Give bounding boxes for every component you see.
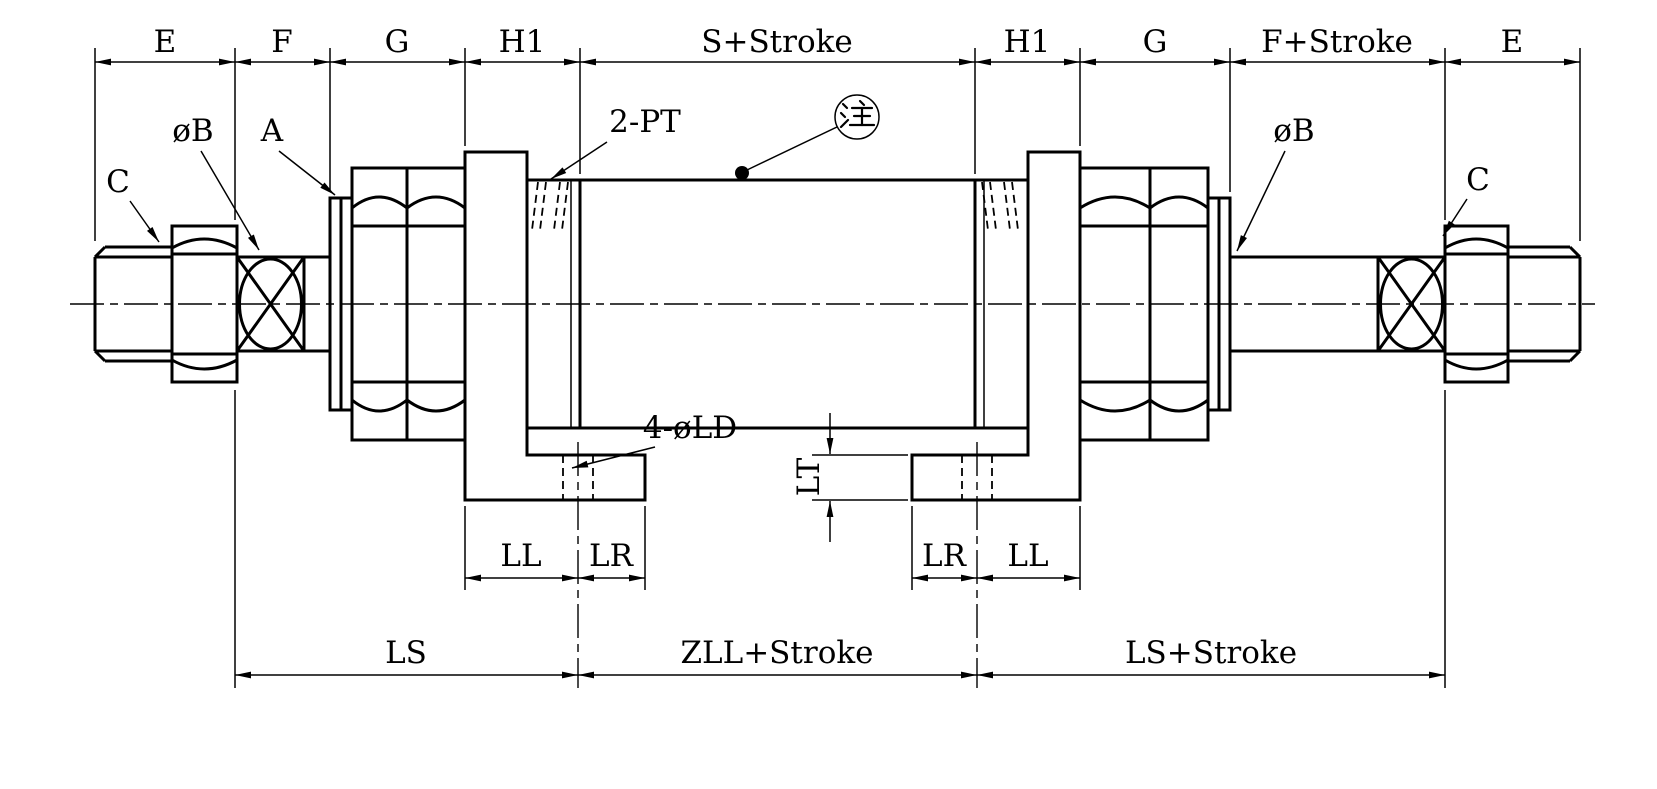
top-extension-lines — [94, 48, 1581, 241]
dim-label-lr-right: LR — [922, 538, 968, 574]
lt-dimension: LT — [791, 413, 908, 542]
note-callout — [735, 94, 880, 180]
left-foot-bracket — [463, 150, 647, 688]
label-a: A — [260, 113, 284, 149]
right-mount-hole — [961, 455, 993, 500]
dim-label-f: F — [271, 24, 293, 60]
dim-label-g-right: G — [1143, 24, 1168, 60]
threaded-rod-left — [93, 245, 172, 363]
mounting-nuts-left — [350, 166, 467, 442]
bottom-extension-lines — [234, 390, 1446, 688]
bottom-dimension-chain: LS ZLL+Stroke LS+Stroke — [234, 390, 1446, 688]
leader-dia-b-right — [1236, 150, 1286, 252]
right-foot-bracket — [910, 150, 1082, 688]
left-rod-assembly — [93, 166, 467, 442]
leader-mount-holes — [571, 446, 656, 469]
dim-label-e-right: E — [1501, 24, 1524, 60]
dim-label-e-left: E — [154, 24, 177, 60]
threaded-rod-right — [1508, 245, 1582, 363]
small-hex-nut-right — [1443, 224, 1510, 384]
dim-label-lr-left: LR — [589, 538, 635, 574]
label-ports: 2-PT — [609, 104, 681, 140]
label-mount-holes: 4-øLD — [643, 410, 737, 446]
leader-c-left — [129, 200, 160, 243]
dim-label-h1-right: H1 — [1004, 24, 1051, 60]
label-c-left: C — [106, 164, 130, 200]
port-right — [981, 181, 1019, 231]
dim-label-zll-stroke: ZLL+Stroke — [681, 635, 874, 671]
leader-a — [278, 150, 336, 196]
dim-label-ls-stroke: LS+Stroke — [1125, 635, 1297, 671]
dim-label-ll-left: LL — [500, 538, 541, 574]
note-point — [735, 166, 749, 180]
label-dia-b-right: øB — [1273, 113, 1314, 149]
label-dia-b-left: øB — [172, 113, 213, 149]
rod-shaft-right — [1230, 255, 1378, 353]
leader-dia-b-left — [200, 150, 260, 251]
foot-extension-lines — [464, 506, 1081, 590]
port-left — [531, 181, 569, 231]
rod-shaft-left — [304, 255, 330, 353]
leader-c-right — [1442, 198, 1468, 237]
dim-label-g-left: G — [385, 24, 410, 60]
washer-right — [1206, 196, 1232, 412]
note-character — [839, 99, 876, 129]
right-bracket-outline — [910, 150, 1082, 502]
dim-label-f-stroke: F+Stroke — [1261, 24, 1413, 60]
leader-callouts: C øB A 2-PT øB C 4-øLD — [106, 94, 1490, 469]
foot-dimensions: LL LR LR LL — [464, 506, 1081, 590]
top-dimension-chain: E F G H1 S+Stroke H1 G F+Stroke E — [94, 24, 1581, 241]
note-circle — [834, 94, 880, 140]
lt-extension-lines — [812, 454, 908, 501]
note-leader — [746, 126, 838, 171]
left-bracket-outline — [463, 150, 647, 502]
dim-label-ls: LS — [385, 635, 427, 671]
leader-ports — [550, 141, 608, 180]
cylinder-body — [525, 178, 1030, 430]
dim-label-lt: LT — [791, 457, 827, 496]
wrench-flats-left — [235, 255, 306, 353]
label-c-right: C — [1466, 162, 1490, 198]
dim-label-s-stroke: S+Stroke — [701, 24, 853, 60]
dim-label-h1-left: H1 — [499, 24, 546, 60]
dim-label-ll-right: LL — [1007, 538, 1048, 574]
